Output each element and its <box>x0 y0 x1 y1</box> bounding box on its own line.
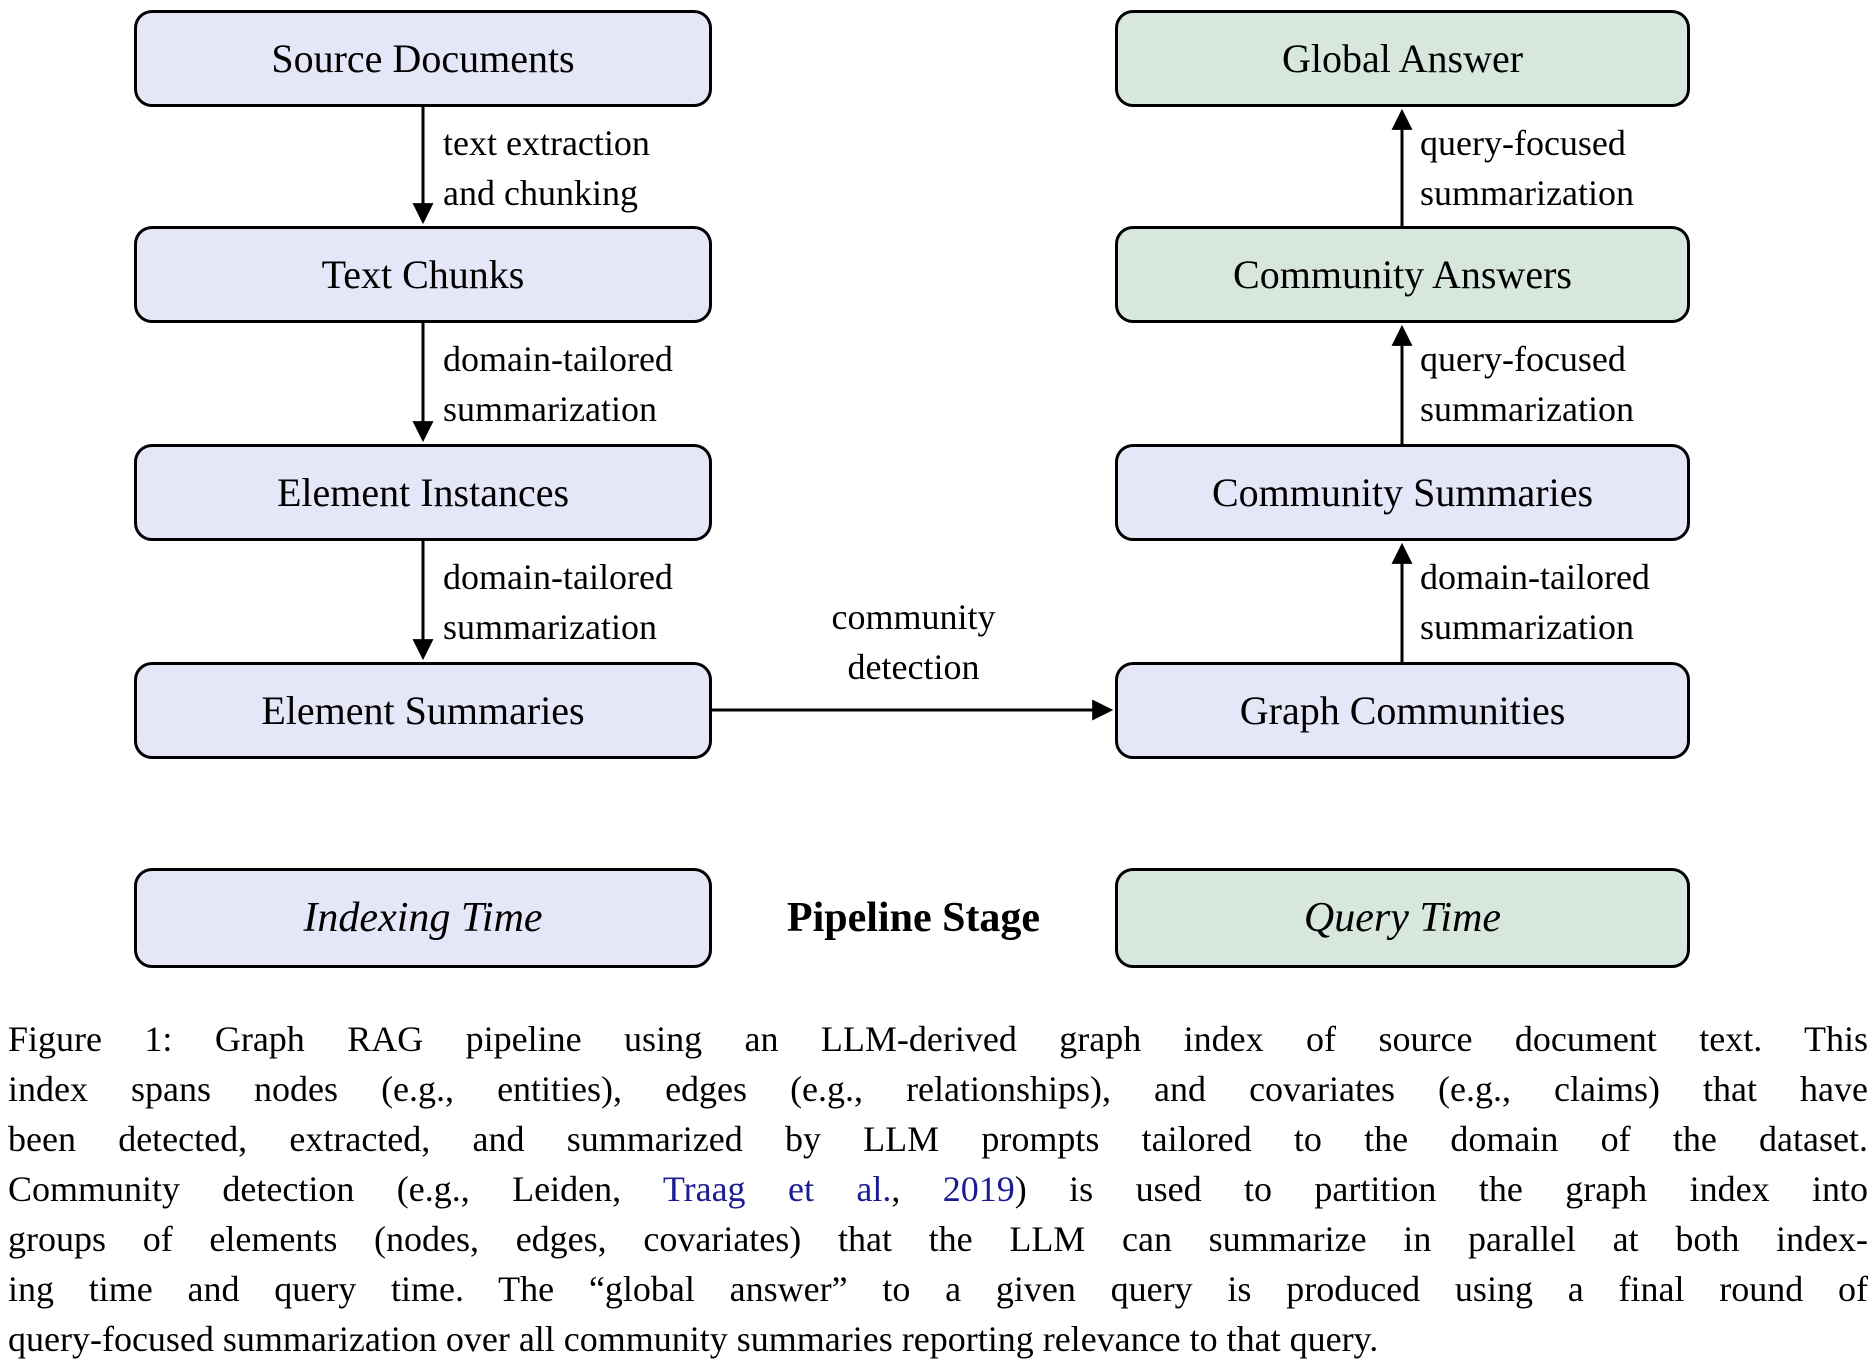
node-element-summaries: Element Summaries <box>134 662 712 759</box>
edge-label-line: community <box>831 597 996 637</box>
legend-indexing-time: Indexing Time <box>134 868 712 968</box>
legend-label: Pipeline Stage <box>786 895 1041 941</box>
edge-label-line: summarization <box>1420 607 1634 647</box>
caption-line: groups of elements (nodes, edges, covari… <box>8 1214 1868 1264</box>
caption-text: , <box>891 1169 943 1209</box>
citation-link[interactable]: 2019 <box>942 1169 1015 1209</box>
edge-label-line: summarization <box>1420 173 1634 213</box>
caption-line: Figure 1: Graph RAG pipeline using an LL… <box>8 1014 1868 1064</box>
node-label: Source Documents <box>271 35 575 81</box>
caption-line: been detected, extracted, and summarized… <box>8 1114 1868 1164</box>
edge-label-domain-summarization-3: domain-tailored summarization <box>1420 552 1650 652</box>
caption-text: index spans nodes (e.g., entities), edge… <box>8 1069 1868 1109</box>
caption-text: Community detection (e.g., Leiden, <box>8 1169 663 1209</box>
edge-label-line: query-focused <box>1420 339 1626 379</box>
node-label: Community Summaries <box>1211 469 1594 515</box>
caption-text: ) is used to partition the graph index i… <box>1014 1169 1868 1209</box>
caption-line: Community detection (e.g., Leiden, Traag… <box>8 1164 1868 1214</box>
node-global-answer: Global Answer <box>1115 10 1690 107</box>
caption-line: index spans nodes (e.g., entities), edge… <box>8 1064 1868 1114</box>
node-community-answers: Community Answers <box>1115 226 1690 323</box>
caption-line: ing time and query time. The “global ans… <box>8 1264 1868 1314</box>
edge-label-line: domain-tailored <box>443 557 673 597</box>
edge-label-line: summarization <box>1420 389 1634 429</box>
edge-label-domain-summarization-2: domain-tailored summarization <box>443 552 673 652</box>
node-label: Community Answers <box>1233 251 1572 297</box>
node-label: Text Chunks <box>321 251 525 297</box>
node-graph-communities: Graph Communities <box>1115 662 1690 759</box>
edge-label-line: domain-tailored <box>443 339 673 379</box>
node-label: Graph Communities <box>1239 687 1566 733</box>
edge-label-line: text extraction <box>443 123 650 163</box>
caption-text: groups of elements (nodes, edges, covari… <box>8 1219 1868 1259</box>
node-label: Element Summaries <box>261 687 585 733</box>
edge-label-domain-summarization-1: domain-tailored summarization <box>443 334 673 434</box>
citation-link[interactable]: Traag et al. <box>662 1169 892 1209</box>
node-community-summaries: Community Summaries <box>1115 444 1690 541</box>
caption-text: been detected, extracted, and summarized… <box>8 1119 1868 1159</box>
node-text-chunks: Text Chunks <box>134 226 712 323</box>
edge-label-text-extraction: text extraction and chunking <box>443 118 650 218</box>
edge-label-line: and chunking <box>443 173 638 213</box>
node-element-instances: Element Instances <box>134 444 712 541</box>
figure-caption: Figure 1: Graph RAG pipeline using an LL… <box>8 1014 1868 1364</box>
legend-query-time: Query Time <box>1115 868 1690 968</box>
caption-text: query-focused summarization over all com… <box>8 1319 1379 1359</box>
caption-text: Figure 1: Graph RAG pipeline using an LL… <box>8 1019 1868 1059</box>
edge-label-query-summarization-2: query-focused summarization <box>1420 118 1634 218</box>
edge-label-line: summarization <box>443 607 657 647</box>
edge-label-line: summarization <box>443 389 657 429</box>
edge-label-community-detection: community detection <box>712 592 1115 692</box>
node-source-documents: Source Documents <box>134 10 712 107</box>
node-label: Global Answer <box>1281 35 1524 81</box>
edge-label-line: detection <box>847 647 980 687</box>
caption-line: query-focused summarization over all com… <box>8 1314 1868 1364</box>
arrow-layer <box>412 107 1413 721</box>
edge-label-line: domain-tailored <box>1420 557 1650 597</box>
legend-label: Query Time <box>1303 895 1502 941</box>
edge-label-line: query-focused <box>1420 123 1626 163</box>
legend-pipeline-stage: Pipeline Stage <box>712 868 1115 968</box>
edge-label-query-summarization-1: query-focused summarization <box>1420 334 1634 434</box>
caption-text: ing time and query time. The “global ans… <box>8 1269 1868 1309</box>
legend-label: Indexing Time <box>303 895 543 941</box>
node-label: Element Instances <box>276 469 570 515</box>
